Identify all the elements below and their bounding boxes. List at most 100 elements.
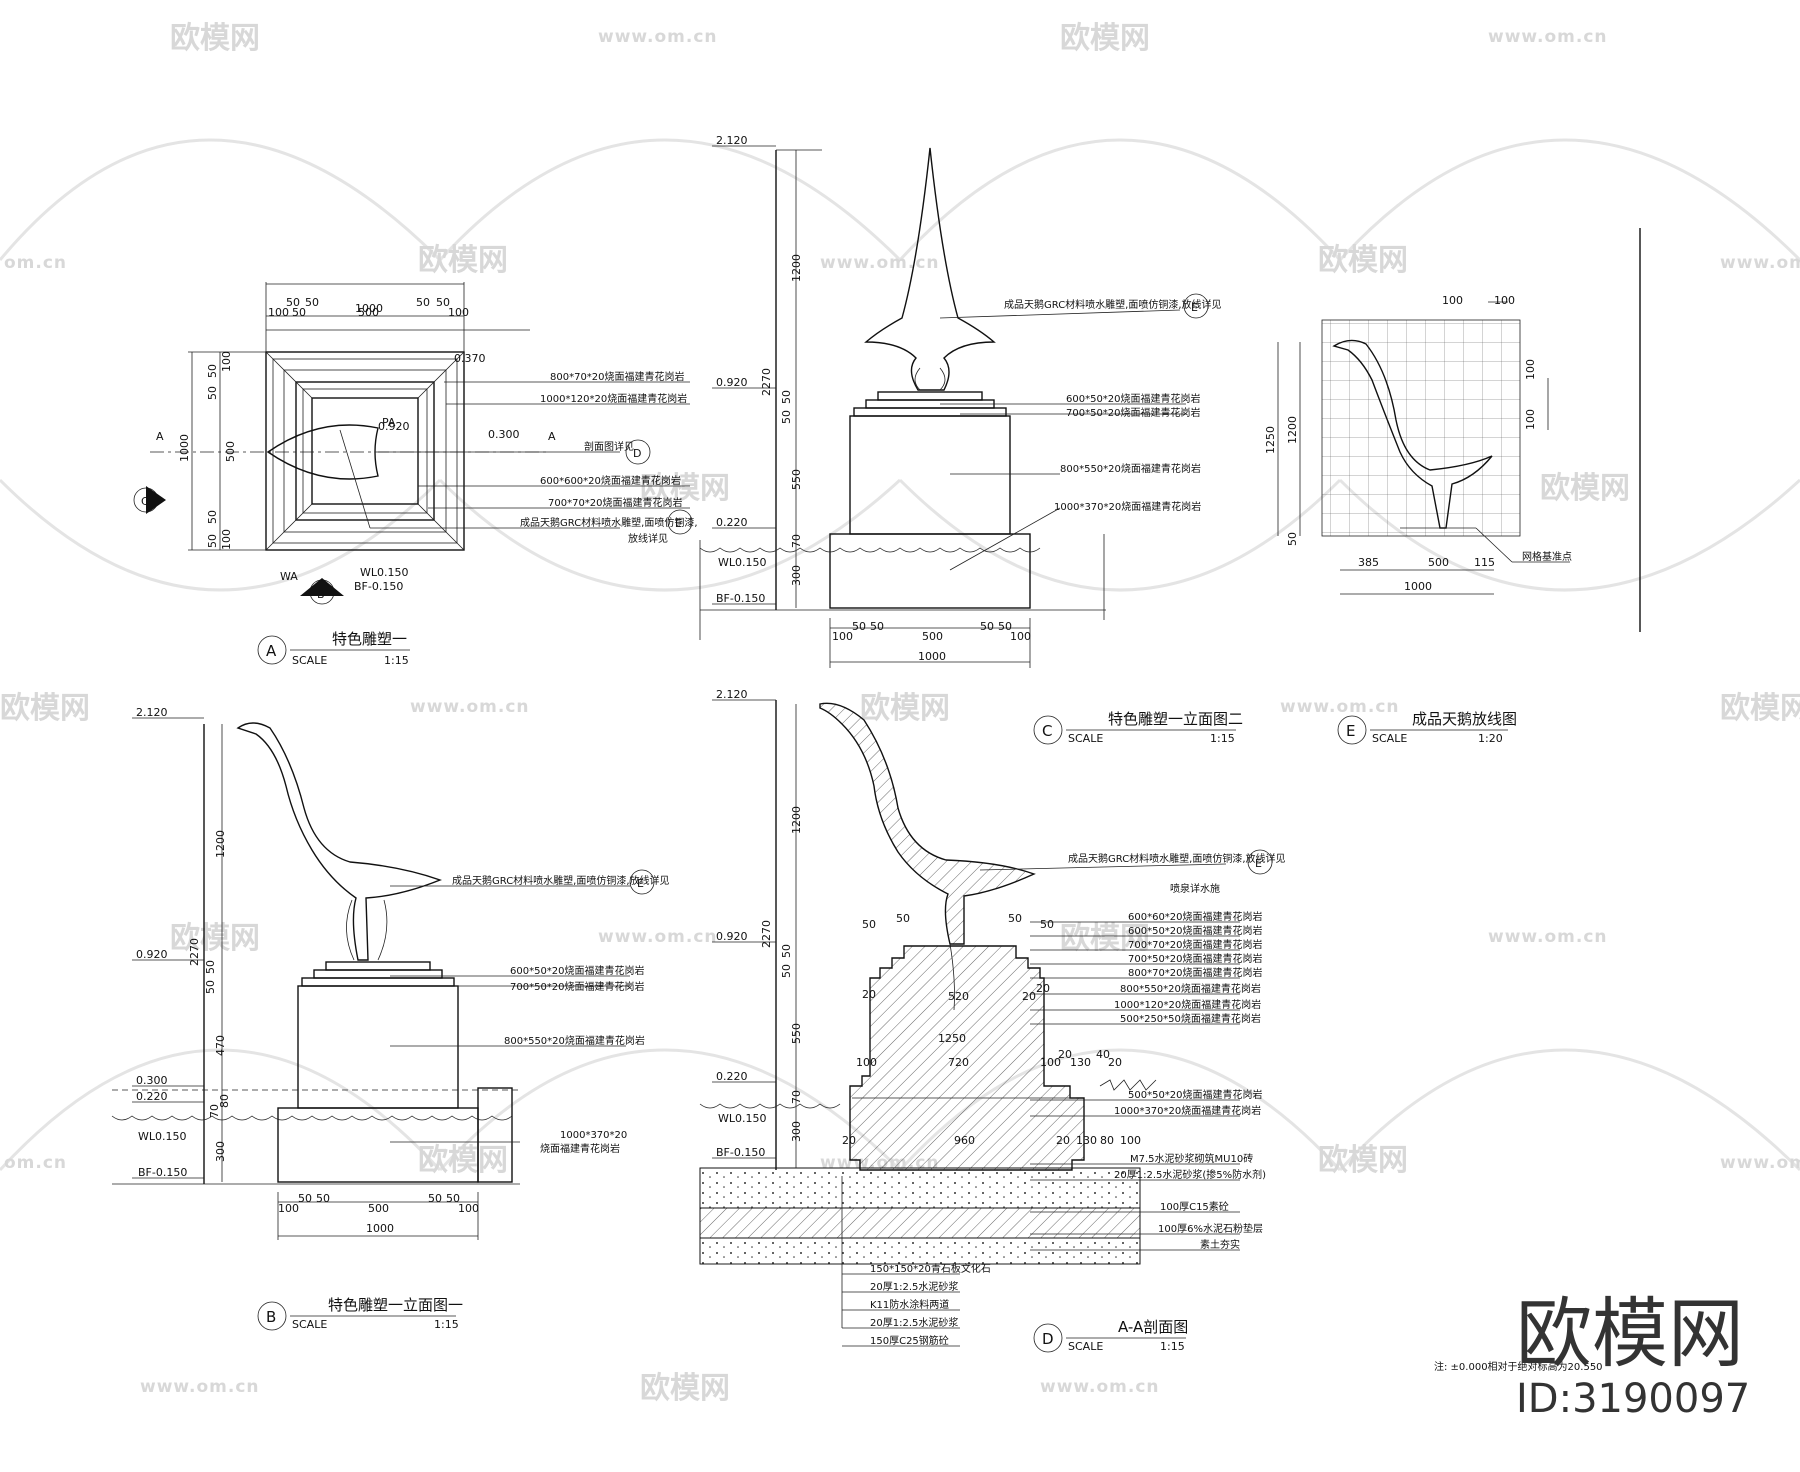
dim-label: 500 [368,1202,389,1215]
scale-label: SCALE [1372,732,1407,745]
view-title: 成品天鹅放线图 [1412,710,1517,728]
view-c-elevation: 2.120 0.920 0.220 WL0.150 BF-0.150 1200 … [699,134,1243,745]
scale-value: 1:20 [1478,732,1503,745]
callout-text: 800*70*20烧面福建青花岗岩 [550,370,685,383]
dim-label: 100 [1442,294,1463,307]
callout-text: 1000*120*20烧面福建青花岗岩 [540,392,687,405]
scale-value: 1:15 [434,1318,459,1331]
callout-text: 800*550*20烧面福建青花岗岩 [1060,462,1201,475]
level-label: 0.300 [136,1074,168,1087]
callout-text: 100厚6%水泥石粉垫层 [1158,1222,1263,1235]
dim-label: 100 [220,351,233,372]
callout-text: 600*60*20烧面福建青花岗岩 [1128,910,1263,923]
dim-label: 80 [1100,1134,1114,1147]
dim-label: 100 [268,306,289,319]
scale-label: SCALE [1068,1340,1103,1353]
dim-label: 50 [870,620,884,633]
dim-label: 50 [292,306,306,319]
watermark-brand: 欧模网 [418,243,508,278]
view-mark: B [266,1308,276,1326]
layer-label: 150厚C25钢筋砼 [870,1334,949,1347]
dim-label: 50 [286,296,300,309]
dim-label: 20 [1108,1056,1122,1069]
dim-label: 1250 [1264,426,1277,454]
callout-text: 800*550*20烧面福建青花岗岩 [504,1034,645,1047]
callout-text: 烧面福建青花岗岩 [540,1142,620,1155]
callout-text: 100厚C15素砼 [1160,1200,1229,1213]
level-label: 0.920 [716,930,748,943]
view-mark: C [1042,722,1052,740]
callout-text: 700*50*20烧面福建青花岗岩 [1066,406,1201,419]
dim-label: 1000 [918,650,946,663]
spire-sculpture [864,147,996,391]
watermark-brand: 欧模网 [1060,21,1150,56]
view-a-plan: 1000 50 50 100 50 500 50 50 100 1000 50 … [133,282,698,667]
dim-label: 50 [998,620,1012,633]
callout-text: 剖面图详见 [584,440,634,453]
callout-text: 600*50*20烧面福建青花岗岩 [510,964,645,977]
level-label: 0.920 [716,376,748,389]
dim-label: 385 [1358,556,1379,569]
dim-label: 50 [428,1192,442,1205]
level-label: 0.920 [136,948,168,961]
callout-text: 成品天鹅GRC材料喷水雕塑,面喷仿铜漆,放线详见 [452,874,670,887]
callout-text: 600*50*20烧面福建青花岗岩 [1128,924,1263,937]
dim-label: 1000 [1404,580,1432,593]
dim-label: 1000 [366,1222,394,1235]
callout-leaders [1030,921,1240,1251]
dim-label: 130 [1070,1056,1091,1069]
layer-label: 20厚1:2.5水泥砂浆 [870,1316,958,1329]
dim-label: 500 [358,306,379,319]
dim-label: 100 [458,1202,479,1215]
dim-label: 500 [224,441,237,462]
dim-label: 2270 [760,368,773,396]
layer-label: 150*150*20青石板文化石 [870,1262,991,1275]
scale-label: SCALE [292,654,327,667]
dim-label: 50 [298,1192,312,1205]
dim-label: 50 [446,1192,460,1205]
watermark-url: www.om.cn [1488,927,1608,947]
level-label: 2.120 [716,134,748,147]
watermark-brand: 欧模网 [170,21,260,56]
watermark-brand: 欧模网 [1318,1143,1408,1178]
view-mark: D [1042,1330,1054,1348]
level-label: WL0.150 [138,1130,187,1143]
dim-label: 70 [790,1090,803,1104]
level-label: BF-0.150 [354,580,403,593]
dim-label: 50 [204,980,217,994]
callout-text: 喷泉详水施 [1170,882,1220,895]
dim-label: 50 [305,296,319,309]
dim-label: 1200 [214,830,227,858]
dim-label: 130 [1076,1134,1097,1147]
dim-label: 50 [206,534,219,548]
dim-label: 80 [218,1094,231,1108]
callout-text: 成品天鹅GRC材料喷水雕塑,面喷仿铜漆, [520,516,698,529]
dim-label: 50 [204,960,217,974]
dim-label: 1250 [938,1032,966,1045]
plan-label: A [156,430,164,443]
dim-label: 50 [980,620,994,633]
layer-label: K11防水涂料两道 [870,1298,949,1311]
dim-label: 550 [790,1023,803,1044]
view-title: 特色雕塑一立面图一 [328,1296,463,1314]
dim-label: 100 [1524,409,1537,430]
dim-label: 550 [790,469,803,490]
dim-label: 1000 [178,434,191,462]
level-label: 2.120 [136,706,168,719]
watermark-brand: 欧模网 [860,691,950,726]
callout-ref: D [633,447,641,460]
dim-label: 960 [954,1134,975,1147]
level-label: 0.220 [716,516,748,529]
dim-label: 2270 [188,938,201,966]
dim-label: 20 [1056,1134,1070,1147]
view-title: 特色雕塑一立面图二 [1108,710,1243,728]
level-label: BF-0.150 [138,1166,187,1179]
dim-label: 300 [790,1121,803,1142]
watermark-brand: 欧模网 [640,1371,730,1406]
callout-group [370,381,690,529]
dim-label: 1200 [1286,416,1299,444]
dim-label: 20 [842,1134,856,1147]
view-b-elevation: 2.120 0.920 0.300 0.220 WL0.150 BF-0.150… [111,706,670,1331]
callout-ref: E [1191,301,1198,314]
